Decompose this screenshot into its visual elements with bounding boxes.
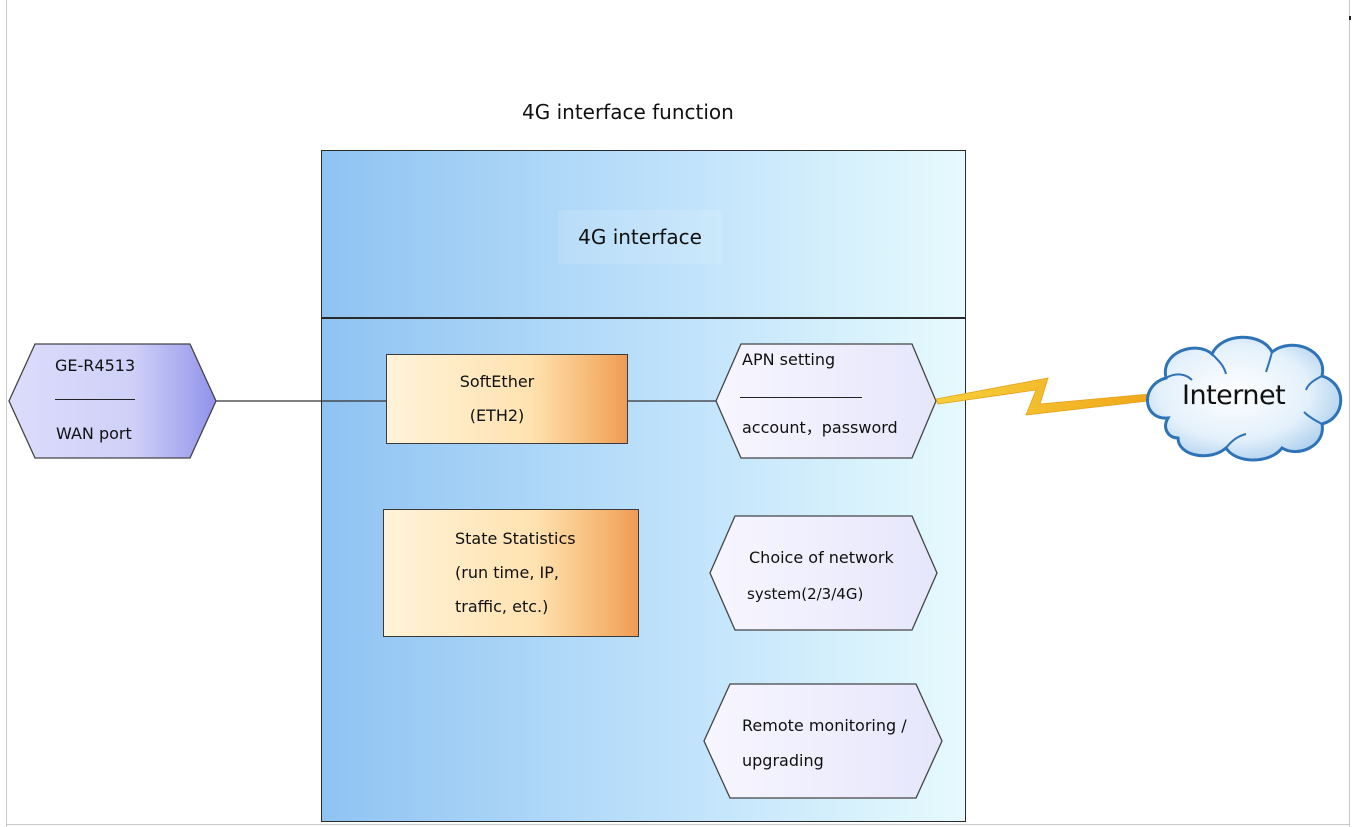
remote-node-title: Remote monitoring /	[742, 716, 907, 735]
wan-node-port: WAN port	[56, 424, 132, 443]
4g-interface-header-text: 4G interface	[578, 225, 702, 249]
frame-right-edge	[1349, 0, 1350, 827]
apn-node-separator	[740, 397, 862, 398]
wireless-link-bolt	[935, 377, 1151, 416]
wan-node-separator	[55, 399, 135, 400]
apn-node-title: APN setting	[742, 350, 836, 369]
softether-port: (ETH2)	[469, 406, 525, 425]
diagram-title: 4G interface function	[522, 100, 734, 124]
frame-left-edge	[6, 0, 7, 827]
remote-node-detail: upgrading	[742, 751, 824, 770]
container-divider	[321, 317, 966, 319]
softether-box: SoftEther (ETH2)	[386, 354, 628, 444]
apn-node-detail: account，password	[742, 418, 898, 437]
network-choice-title: Choice of network	[749, 548, 894, 567]
frame-bottom-edge	[6, 824, 1350, 825]
softether-title: SoftEther	[459, 372, 535, 391]
state-statistics-detail-1: (run time, IP,	[455, 563, 559, 582]
state-statistics-detail-2: traffic, etc.)	[455, 597, 549, 616]
state-statistics-title: State Statistics	[455, 529, 576, 548]
network-choice-detail: system(2/3/4G)	[747, 585, 864, 603]
corner-mark	[1349, 16, 1351, 20]
state-statistics-box: State Statistics (run time, IP, traffic,…	[383, 509, 639, 637]
internet-cloud-label: Internet	[1182, 380, 1286, 411]
wan-node-model: GE-R4513	[55, 356, 136, 375]
4g-interface-header-label: 4G interface	[558, 210, 722, 264]
